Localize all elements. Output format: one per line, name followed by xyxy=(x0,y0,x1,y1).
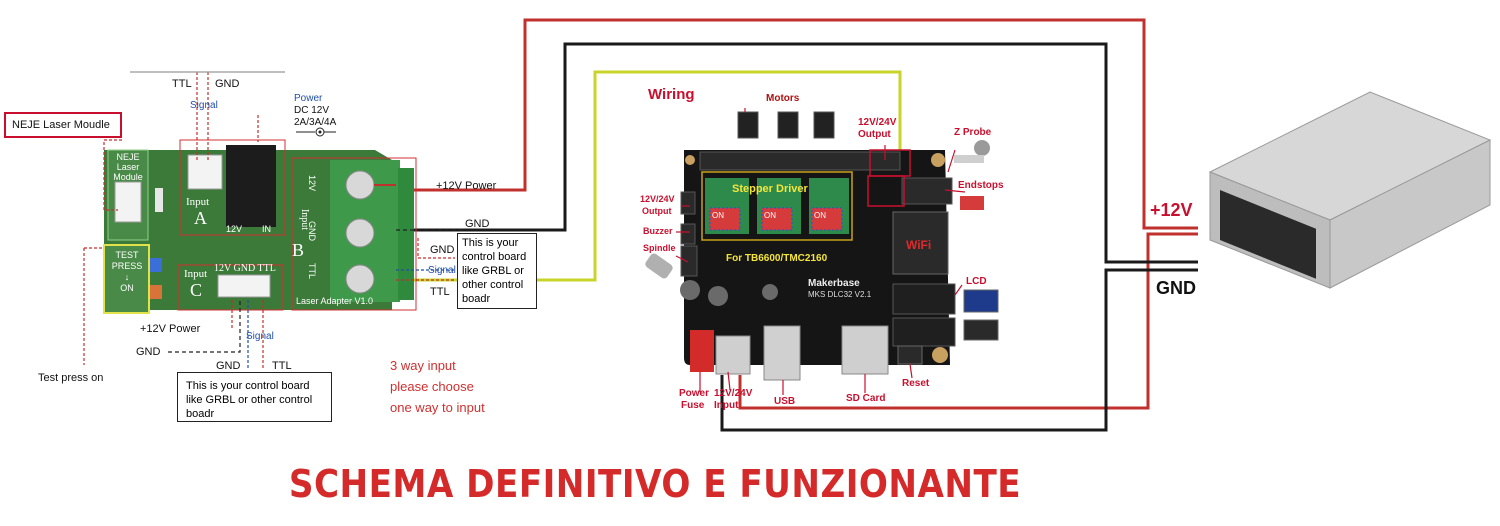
adapter-callouts xyxy=(83,71,463,370)
wifi-label: WiFi xyxy=(906,238,932,252)
laser-module-label: NEJE Laser Moudle xyxy=(4,112,122,138)
three-way-line3: one way to input xyxy=(390,400,485,415)
ttl-top-label: TTL xyxy=(172,78,192,90)
gnd-c: GND xyxy=(216,360,241,372)
input-b-ttl: TTL xyxy=(307,262,318,280)
wire-gnd-board xyxy=(720,268,1198,432)
board-callouts xyxy=(675,108,966,395)
plus12v-power-left: +12V Power xyxy=(140,323,201,335)
endstops-label: Endstops xyxy=(958,180,1004,191)
driver-type-label: For TB6600/TMC2160 xyxy=(726,253,828,264)
control-board-note-c: This is your control board like GRBL or … xyxy=(177,372,332,422)
input-a-in: IN xyxy=(262,224,271,234)
lcd-label: LCD xyxy=(966,276,987,287)
signal-top-label: Signal xyxy=(190,100,218,111)
ttl-c: TTL xyxy=(272,360,292,372)
power-title: Power xyxy=(294,93,323,104)
psu-gnd-label: GND xyxy=(1156,278,1196,298)
wire-gnd-adapter xyxy=(378,42,1198,264)
output-top-label-1: 12V/24V xyxy=(858,117,897,128)
input-c-letter: C xyxy=(190,280,203,300)
input-a-12v: 12V xyxy=(226,224,243,234)
wiring-heading: Wiring xyxy=(648,86,695,103)
input-c-label: Input xyxy=(184,268,208,280)
gnd-b: GND xyxy=(430,244,455,256)
adapter-silk: Laser Adapter V1.0 xyxy=(296,296,374,306)
power-fuse-label-2: Fuse xyxy=(681,400,705,411)
controller-board xyxy=(645,111,999,381)
page-title: SCHEMA DEFINITIVO E FUNZIONANTE xyxy=(288,462,1022,506)
three-way-line2: please choose xyxy=(390,379,474,394)
test-press-on: Test press on xyxy=(38,372,104,384)
three-way-line1: 3 way input xyxy=(390,358,456,373)
dip-on-1: ON xyxy=(712,211,724,220)
power-supply xyxy=(1208,91,1492,289)
plus12v-power-right: +12V Power xyxy=(436,180,497,192)
wire-plus12v-adapter xyxy=(378,18,1198,230)
control-board-note-b: This is your control board like GRBL or … xyxy=(457,233,537,309)
test-silk: TEST PRESS ↓ ON xyxy=(111,250,143,293)
motors-label: Motors xyxy=(766,93,800,104)
output-top-label-2: Output xyxy=(858,129,891,140)
gnd-right: GND xyxy=(465,218,490,230)
input-b-12v: 12V xyxy=(307,174,318,192)
ttl-b: TTL xyxy=(430,286,450,298)
gnd-left: GND xyxy=(136,346,161,358)
output-left-label-1: 12V/24V xyxy=(640,194,675,204)
sd-card-label: SD Card xyxy=(846,393,886,404)
reset-label: Reset xyxy=(902,378,930,389)
input-label-2: Input xyxy=(714,400,739,411)
usb-label: USB xyxy=(774,396,796,407)
dip-on-2: ON xyxy=(764,211,776,220)
dip-on-3: ON xyxy=(814,211,826,220)
input-a-letter: A xyxy=(194,208,207,228)
psu-plus12v-label: +12V xyxy=(1150,200,1193,220)
model-label: MKS DLC32 V2.1 xyxy=(808,290,872,299)
input-b-gnd: GND xyxy=(307,221,317,241)
input-b-letter: B xyxy=(292,240,305,260)
stepper-driver-label: Stepper Driver xyxy=(732,183,808,195)
power-fuse-label-1: Power xyxy=(679,388,710,399)
input-c-pins: 12V GND TTL xyxy=(214,263,276,274)
input-label-1: 12V/24V xyxy=(714,388,753,399)
buzzer-label: Buzzer xyxy=(643,226,673,236)
output-left-label-2: Output xyxy=(642,206,672,216)
laser-adapter xyxy=(103,139,417,314)
spindle-label: Spindle xyxy=(643,243,676,253)
power-dc: DC 12V xyxy=(294,105,330,116)
input-a-label: Input xyxy=(186,196,210,208)
dc-jack-symbol-icon xyxy=(296,127,336,137)
z-probe-label: Z Probe xyxy=(954,127,992,138)
power-amps: 2A/3A/4A xyxy=(294,117,337,128)
signal-b: Signal xyxy=(428,265,456,276)
signal-c: Signal xyxy=(246,331,274,342)
gnd-top-label: GND xyxy=(215,78,240,90)
brand-label: Makerbase xyxy=(808,278,860,289)
module-silk: NEJE Laser Module xyxy=(113,152,143,182)
wire-plus12v-board xyxy=(738,232,1198,410)
